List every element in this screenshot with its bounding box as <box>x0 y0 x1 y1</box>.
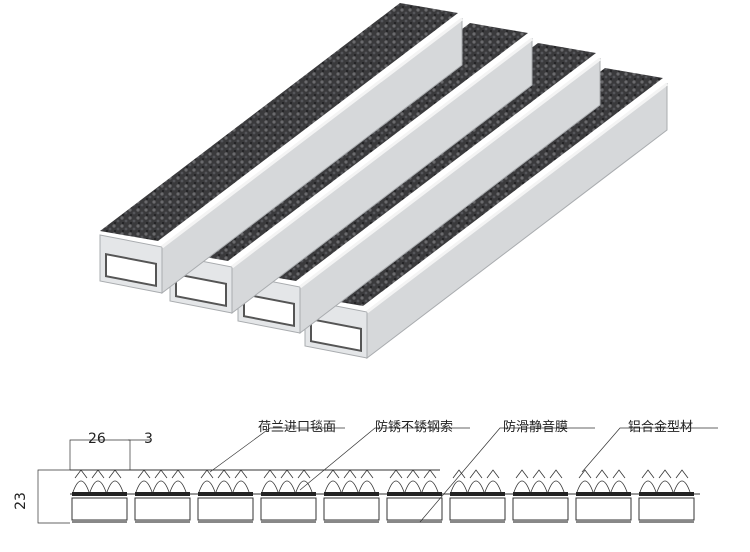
antislip-film-layer <box>198 492 253 496</box>
hollow-channel <box>105 252 157 288</box>
leader-line <box>209 427 345 473</box>
carpet-tuft <box>341 469 359 493</box>
carpet-tuft <box>530 469 548 493</box>
base-hatch <box>324 520 379 523</box>
carpet-tuft <box>89 469 107 493</box>
carpet-tuft <box>135 469 153 493</box>
antislip-film-layer <box>639 492 694 496</box>
antislip-film-layer <box>387 492 442 496</box>
base-hatch <box>261 520 316 523</box>
leader-line <box>581 427 718 473</box>
profile-section <box>449 469 506 523</box>
carpet-tuft <box>547 469 565 493</box>
mat-strip <box>99 3 463 295</box>
carpet-tuft <box>106 469 124 493</box>
aluminum-frame <box>638 497 695 521</box>
hollow-channel <box>310 317 362 353</box>
carpet-tuft <box>278 469 296 493</box>
carpet-tuft <box>576 469 594 493</box>
leader-line <box>299 427 470 491</box>
carpet-tuft <box>610 469 628 493</box>
base-hatch <box>135 520 190 523</box>
profile-section <box>71 469 128 523</box>
label-antislip-film: 防滑静音膜 <box>503 420 569 435</box>
profile-section <box>134 469 191 523</box>
carpet-tuft <box>169 469 187 493</box>
base-hatch <box>387 520 442 523</box>
carpet-tuft <box>656 469 674 493</box>
aluminum-frame <box>197 497 254 521</box>
base-hatch <box>513 520 568 523</box>
label-aluminum-profile: 铝合金型材 <box>628 420 694 435</box>
carpet-tuft <box>467 469 485 493</box>
base-hatch <box>450 520 505 523</box>
antislip-film-layer <box>450 492 505 496</box>
profile-section <box>386 469 443 523</box>
label-steel-cable: 防锈不锈钢索 <box>375 420 454 435</box>
aluminum-edge <box>161 17 463 249</box>
width-dim-line <box>69 439 131 470</box>
carpet-surface <box>100 3 458 241</box>
profile-section <box>512 469 569 523</box>
antislip-film-layer <box>261 492 316 496</box>
carpet-tuft <box>152 469 170 493</box>
carpet-tuft <box>421 469 439 493</box>
antislip-film-layer <box>72 492 127 496</box>
carpet-tuft <box>387 469 405 493</box>
aluminum-edge <box>366 82 668 314</box>
carpet-tuft <box>404 469 422 493</box>
antislip-film-layer <box>324 492 379 496</box>
aluminum-edge <box>231 37 533 269</box>
profile-section <box>197 469 254 523</box>
aluminum-frame <box>260 497 317 521</box>
label-carpet: 荷兰进口毯面 <box>258 420 337 435</box>
aluminum-frame <box>575 497 632 521</box>
profile-section <box>323 469 380 523</box>
hollow-channel <box>175 272 227 308</box>
dimension-height: 23 <box>12 492 29 510</box>
carpet-tuft <box>324 469 342 493</box>
cross-section-diagram <box>37 427 718 524</box>
aluminum-frame <box>134 497 191 521</box>
carpet-tuft <box>261 469 279 493</box>
carpet-tuft <box>484 469 502 493</box>
base-hatch <box>639 520 694 523</box>
base-hatch <box>72 520 127 523</box>
carpet-tuft <box>673 469 691 493</box>
carpet-tuft <box>450 469 468 493</box>
profile-section <box>260 469 317 523</box>
base-hatch <box>576 520 631 523</box>
antislip-film-layer <box>513 492 568 496</box>
aluminum-frame <box>449 497 506 521</box>
carpet-tuft <box>639 469 657 493</box>
carpet-tuft <box>198 469 216 493</box>
carpet-tuft <box>358 469 376 493</box>
carpet-tuft <box>232 469 250 493</box>
aluminum-frame <box>512 497 569 521</box>
aluminum-edge <box>299 57 601 289</box>
carpet-tuft <box>72 469 90 493</box>
height-dim-line <box>37 469 70 524</box>
dimension-gap: 3 <box>144 431 153 447</box>
base-hatch <box>198 520 253 523</box>
dimension-width: 26 <box>88 431 106 447</box>
carpet-tuft <box>295 469 313 493</box>
carpet-tuft <box>593 469 611 493</box>
hollow-channel <box>243 292 295 328</box>
profile-section <box>638 469 695 523</box>
aluminum-frame <box>386 497 443 521</box>
aluminum-frame <box>323 497 380 521</box>
leader-line <box>419 427 595 523</box>
product-photo <box>99 3 668 360</box>
carpet-tuft <box>513 469 531 493</box>
antislip-film-layer <box>576 492 631 496</box>
profile-section <box>575 469 632 523</box>
aluminum-frame <box>71 497 128 521</box>
carpet-tuft <box>215 469 233 493</box>
antislip-film-layer <box>135 492 190 496</box>
